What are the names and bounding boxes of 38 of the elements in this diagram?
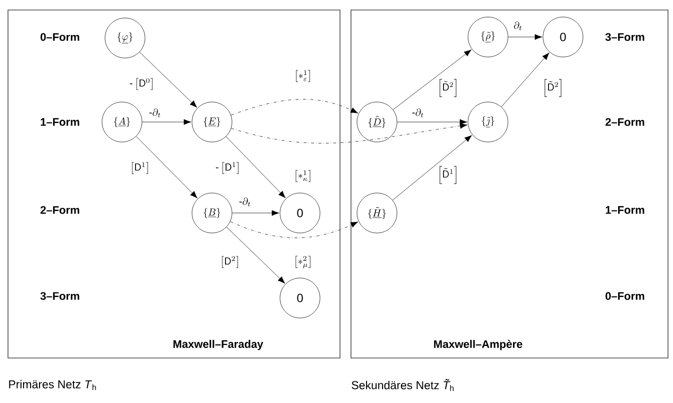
edge-label: $\mbox{-}\partial_t$ bbox=[148, 108, 162, 118]
arrow bbox=[501, 52, 550, 108]
form-label: 3–Form bbox=[605, 33, 644, 41]
form-label: 1–Form bbox=[606, 206, 644, 214]
arrow bbox=[139, 52, 198, 108]
edge-label: $\left[*^{2}_{\mu}\right]$ bbox=[292, 254, 314, 270]
arrow bbox=[392, 50, 472, 110]
caption: Primäres Netz T$_{h}$ bbox=[9, 380, 96, 390]
arrow bbox=[397, 119, 468, 125]
arrow bbox=[392, 135, 472, 200]
edge-label: $\left[\mathsf{D}^{1}\right]$ bbox=[128, 161, 152, 175]
form-label: 2–Form bbox=[40, 206, 80, 214]
arrow bbox=[230, 99, 358, 116]
form-label: 3–Form bbox=[40, 292, 80, 300]
arrow bbox=[142, 119, 192, 125]
arrow bbox=[231, 123, 468, 144]
edge-label: $\left[*^{1}_{\kappa}\right]$ bbox=[292, 169, 314, 183]
arrow bbox=[232, 210, 280, 216]
form-label: 1–Form bbox=[40, 118, 80, 126]
form-label: 2–Form bbox=[606, 118, 644, 126]
edge-label: $\left[\tilde{\mathsf{D}}^{2}\right]$ bbox=[541, 78, 565, 98]
edge-label: $\mbox{-}\partial_t$ bbox=[238, 196, 252, 208]
caption: Sekundäres Netz T̃$_{h}$ bbox=[352, 379, 454, 391]
edge-label: $\partial_t$ bbox=[512, 20, 524, 32]
edge-label: $\mbox{-}\partial_t$ bbox=[410, 108, 426, 118]
edge-label: $\mbox{-}\left[\mathsf{D}^{0}\right]$ bbox=[128, 77, 156, 91]
edge-label: $\mbox{-}\left[\mathsf{D}^{1}\right]$ bbox=[214, 161, 242, 175]
edge-label: $\left[*^{1}_{\varepsilon}\right]$ bbox=[293, 69, 313, 83]
arrow bbox=[230, 221, 358, 238]
arrow bbox=[226, 226, 286, 284]
arrow bbox=[226, 136, 286, 198]
form-label: 0–Form bbox=[606, 292, 644, 300]
edge-label: $\left[\tilde{\mathsf{D}}^{2}\right]$ bbox=[436, 78, 460, 98]
arrow bbox=[508, 34, 542, 40]
form-label: 0–Form bbox=[40, 33, 80, 41]
edge-label: $\left[\tilde{\mathsf{D}}^{1}\right]$ bbox=[436, 165, 460, 185]
edge-label: $\left[\mathsf{D}^{2}\right]$ bbox=[218, 255, 242, 269]
arrow bbox=[136, 136, 198, 198]
